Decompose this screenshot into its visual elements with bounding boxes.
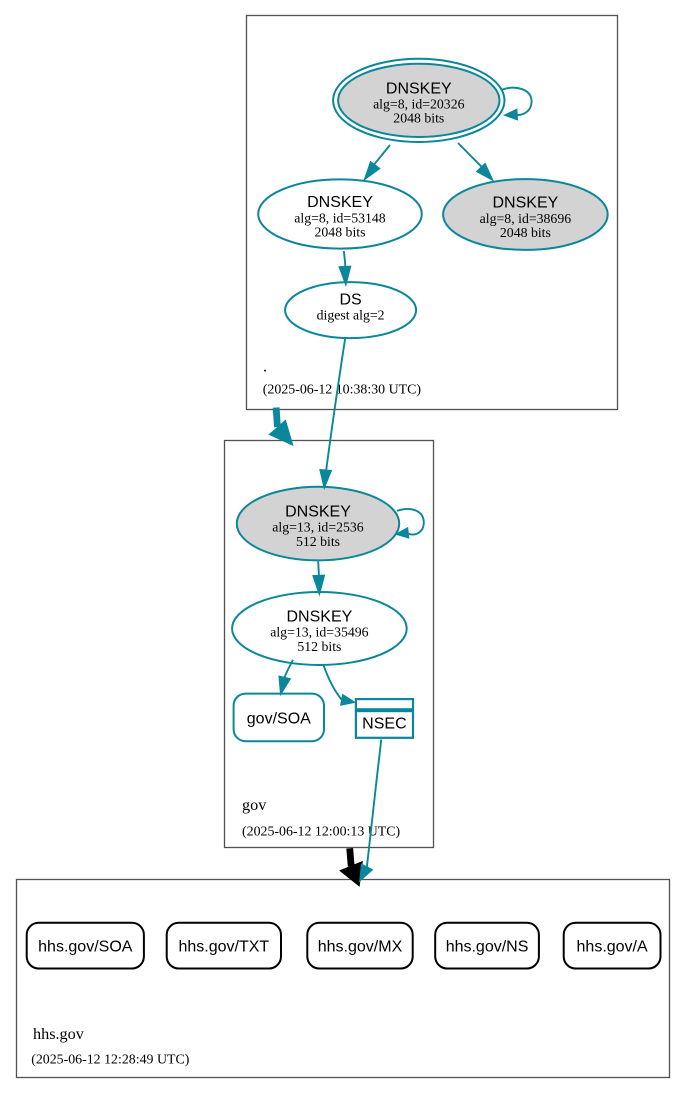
- svg-text:hhs.gov/MX: hhs.gov/MX: [318, 938, 403, 955]
- svg-text:(2025-06-12 12:28:49 UTC): (2025-06-12 12:28:49 UTC): [31, 1053, 190, 1068]
- svg-text:hhs.gov/SOA: hhs.gov/SOA: [38, 938, 133, 955]
- svg-text:2048 bits: 2048 bits: [500, 225, 551, 240]
- svg-text:gov/SOA: gov/SOA: [247, 710, 311, 727]
- svg-text:alg=8, id=38696: alg=8, id=38696: [480, 211, 572, 226]
- svg-text:DNSKEY: DNSKEY: [386, 80, 452, 97]
- svg-text:DS: DS: [339, 292, 361, 309]
- svg-text:DNSKEY: DNSKEY: [493, 195, 559, 212]
- svg-text:digest alg=2: digest alg=2: [317, 307, 385, 322]
- svg-text:DNSKEY: DNSKEY: [287, 609, 353, 626]
- svg-text:alg=13, id=35496: alg=13, id=35496: [270, 625, 368, 640]
- svg-text:(2025-06-12 12:00:13 UTC): (2025-06-12 12:00:13 UTC): [242, 824, 401, 839]
- svg-text:hhs.gov/NS: hhs.gov/NS: [446, 938, 529, 955]
- svg-text:alg=8, id=20326: alg=8, id=20326: [373, 97, 465, 112]
- svg-text:NSEC: NSEC: [362, 716, 406, 733]
- svg-text:DNSKEY: DNSKEY: [285, 504, 351, 521]
- svg-text:hhs.gov/A: hhs.gov/A: [577, 938, 648, 955]
- svg-text:hhs.gov/TXT: hhs.gov/TXT: [178, 938, 269, 955]
- svg-text:alg=8, id=53148: alg=8, id=53148: [294, 210, 386, 225]
- svg-text:512 bits: 512 bits: [296, 534, 340, 549]
- svg-text:hhs.gov: hhs.gov: [33, 1025, 85, 1043]
- svg-text:alg=13, id=2536: alg=13, id=2536: [272, 520, 364, 535]
- svg-text:512 bits: 512 bits: [297, 639, 341, 654]
- svg-text:.: .: [263, 358, 267, 376]
- svg-text:DNSKEY: DNSKEY: [307, 194, 373, 211]
- svg-text:2048 bits: 2048 bits: [315, 224, 366, 239]
- svg-text:gov: gov: [242, 796, 267, 814]
- svg-text:(2025-06-12 10:38:30 UTC): (2025-06-12 10:38:30 UTC): [263, 382, 422, 397]
- svg-text:2048 bits: 2048 bits: [393, 111, 444, 126]
